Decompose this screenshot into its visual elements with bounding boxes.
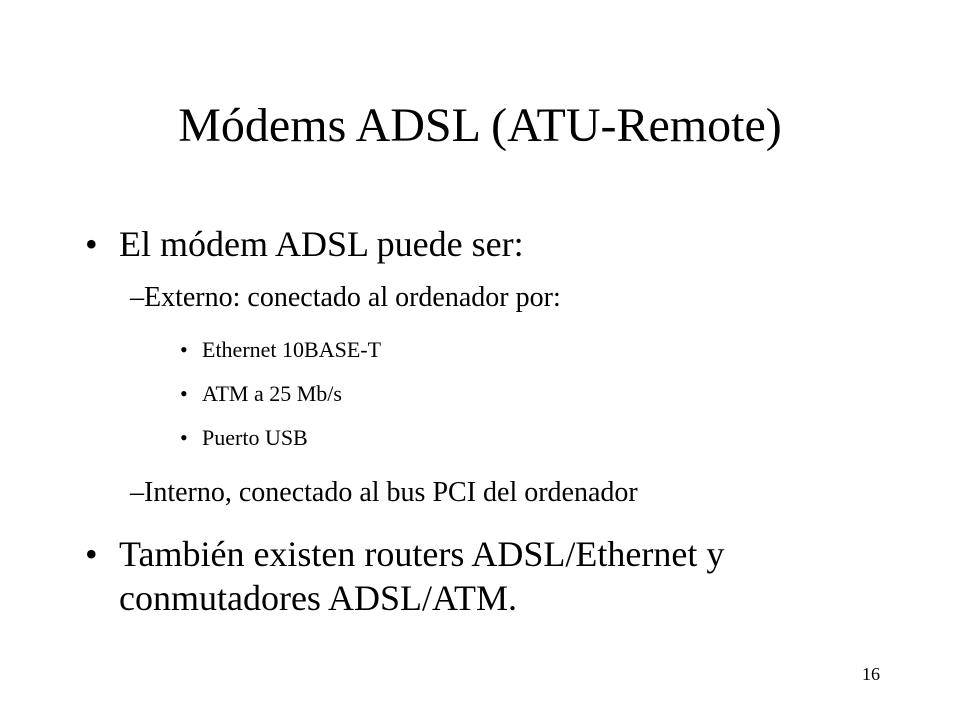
bullet-icon: •	[180, 337, 188, 362]
sub-item-interno: –Interno, conectado al bus PCI del orden…	[130, 476, 638, 510]
bullet-text: También existen routers ADSL/Ethernet y …	[119, 534, 725, 618]
sub-item-text: Interno, conectado al bus PCI del ordena…	[144, 477, 638, 508]
sub-sub-item-text: Ethernet 10BASE-T	[202, 337, 382, 362]
bullet-text: El módem ADSL puede ser:	[119, 224, 524, 264]
bullet-icon: •	[85, 534, 98, 574]
dash-icon: –	[130, 477, 144, 508]
bullet-icon: •	[85, 224, 98, 264]
sub-item-text: Externo: conectado al ordenador por:	[144, 282, 561, 313]
sub-sub-item-text: ATM a 25 Mb/s	[202, 381, 342, 406]
sub-sub-item-text: Puerto USB	[202, 425, 308, 450]
dash-icon: –	[130, 282, 144, 313]
slide-title: Módems ADSL (ATU-Remote)	[178, 99, 782, 152]
page-number: 16	[862, 664, 880, 684]
bullet-icon: •	[180, 425, 188, 450]
bullet-icon: •	[180, 381, 188, 406]
sub-item-externo: –Externo: conectado al ordenador por:	[130, 281, 561, 315]
